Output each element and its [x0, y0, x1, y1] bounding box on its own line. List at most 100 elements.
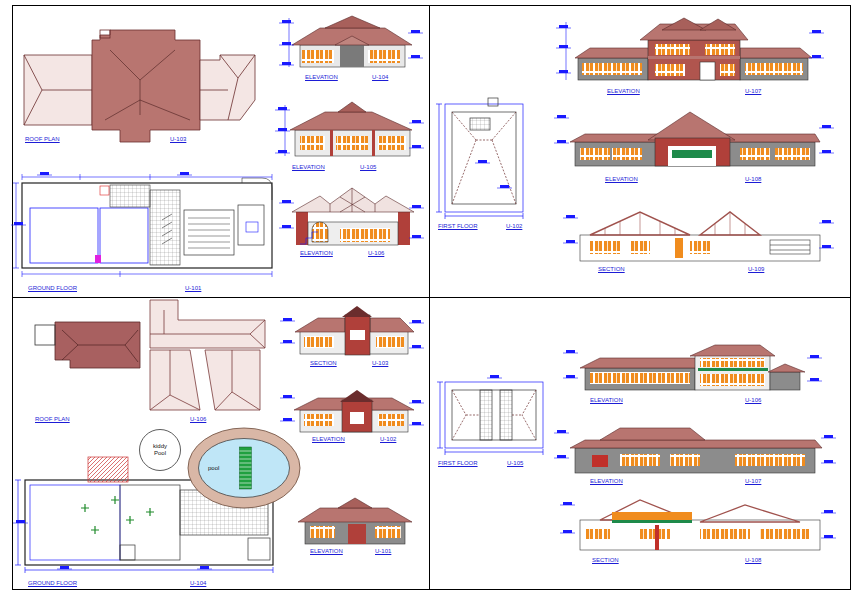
pool-steps — [239, 467, 251, 468]
roof-plan — [62, 330, 138, 362]
view-title: U-105 — [360, 164, 376, 170]
elevation-view — [280, 390, 424, 432]
section-view — [409, 320, 424, 323]
floor-plan — [81, 496, 154, 534]
view-title: U-102 — [506, 223, 522, 229]
elevation-view — [695, 355, 770, 390]
elevation-view — [807, 355, 822, 358]
elevation-view — [408, 30, 423, 33]
elevation-view — [275, 128, 290, 131]
elevation-view — [655, 138, 730, 166]
elevation-view — [336, 136, 368, 150]
elevation-view — [330, 188, 375, 212]
section-view — [605, 212, 675, 235]
pool-steps — [239, 455, 251, 456]
roof-plan — [200, 55, 255, 120]
elevation-view — [298, 498, 412, 544]
elevation-view — [700, 358, 765, 367]
floor-plan — [452, 112, 516, 204]
swimming-pool: pool — [198, 438, 290, 498]
roof-plan — [35, 325, 55, 345]
floor-plan — [487, 375, 502, 378]
section-view — [409, 345, 424, 348]
view-title: ROOF PLAN — [35, 416, 70, 422]
roof-plan — [24, 55, 92, 125]
elevation-view — [279, 225, 294, 228]
elevation-view — [310, 526, 335, 538]
pool-circle — [140, 430, 181, 471]
sheet-frame — [13, 6, 851, 590]
floor-plan — [437, 375, 543, 455]
elevation-view — [590, 372, 690, 384]
floor-plan — [452, 390, 536, 440]
elevation-view — [809, 30, 824, 33]
floor-plan — [480, 390, 492, 440]
elevation-view — [592, 455, 608, 467]
section-view — [342, 306, 372, 317]
elevation-view — [700, 19, 736, 30]
elevation-view — [768, 364, 805, 372]
roof-plan — [200, 55, 255, 120]
floor-plan — [11, 222, 26, 225]
elevation-view — [807, 378, 822, 381]
view-title: ROOF PLAN — [25, 136, 60, 142]
pool-water — [199, 439, 290, 498]
elevation-view — [290, 112, 412, 130]
roof-plan — [215, 350, 260, 410]
elevation-view — [409, 400, 424, 403]
elevation-view — [821, 435, 836, 438]
roof-plan — [100, 30, 110, 38]
view-title: U-107 — [745, 88, 761, 94]
section-view — [819, 245, 834, 248]
section-view — [376, 336, 404, 348]
view-title: FIRST FLOOR — [438, 223, 478, 229]
floor-plan — [238, 205, 264, 245]
pool-deck — [188, 428, 300, 508]
elevation-view — [600, 428, 705, 440]
view-title: U-105 — [507, 460, 523, 466]
floor-plan — [177, 172, 192, 175]
pool-steps — [239, 487, 251, 488]
elevation-view — [690, 345, 775, 356]
elevation-view — [275, 107, 290, 110]
pool-name: pool — [208, 465, 219, 472]
elevation-view — [338, 498, 372, 508]
section-view — [770, 240, 810, 254]
section-view — [280, 318, 295, 321]
roof-plan — [105, 50, 190, 120]
elevation-view — [819, 125, 834, 128]
section-view — [560, 502, 575, 505]
elevation-view — [575, 48, 650, 58]
sheet-frame — [12, 297, 851, 298]
pool-steps — [239, 447, 251, 489]
elevation-view — [580, 358, 700, 368]
floor-plan — [22, 183, 272, 268]
section-view — [295, 318, 345, 332]
section-view — [700, 505, 800, 522]
sheet-frame — [12, 5, 851, 590]
elevation-view — [819, 150, 834, 153]
elevation-view — [409, 235, 424, 238]
section-view — [585, 527, 610, 541]
elevation-view — [368, 50, 400, 63]
section-view — [819, 220, 834, 223]
floor-plan — [162, 214, 172, 244]
floor-plan — [100, 208, 148, 263]
pool-steps — [239, 475, 251, 476]
elevation-view — [279, 200, 294, 203]
elevation-view — [740, 48, 812, 58]
roof-plan — [150, 310, 265, 348]
floor-plan — [452, 112, 516, 204]
roof-plan — [35, 300, 265, 410]
elevation-view — [279, 42, 294, 45]
elevation-view — [580, 148, 610, 160]
view-title: U-101 — [375, 548, 391, 554]
view-title: SECTION — [592, 557, 619, 563]
elevation-view — [554, 430, 569, 433]
elevation-view — [705, 44, 735, 55]
floor-plan — [436, 104, 523, 219]
section-view — [345, 315, 370, 355]
elevation-view — [648, 112, 735, 140]
elevation-view — [655, 64, 685, 76]
